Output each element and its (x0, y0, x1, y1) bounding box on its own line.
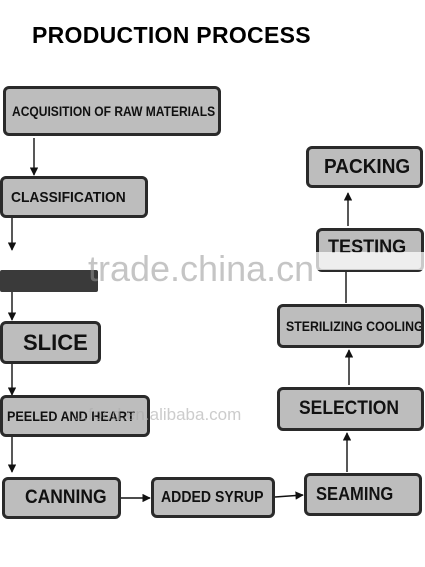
step-packing-label: PACKING (324, 155, 411, 178)
step-seaming: SEAMING (304, 473, 422, 516)
arrow-syrup-to-seaming (274, 491, 304, 500)
step-seaming-label: SEAMING (316, 484, 394, 504)
step-slice: SLICE (0, 321, 101, 364)
step-classification-label: CLASSIFICATION (11, 188, 126, 206)
step-peeled-label: PEELED AND HEART (7, 408, 135, 424)
step-sterilizing: STERILIZING COOLING (277, 304, 424, 348)
step-added-syrup: ADDED SYRUP (151, 477, 275, 518)
step-selection: SELECTION (277, 387, 424, 431)
step-canning-label: CANNING (25, 487, 107, 508)
step-sterilizing-label: STERILIZING COOLING (286, 318, 424, 334)
step-classification: CLASSIFICATION (0, 176, 148, 218)
page-title: PRODUCTION PROCESS (32, 22, 311, 48)
step-obscured-bar (0, 270, 98, 292)
step-canning: CANNING (2, 477, 121, 519)
step-acquisition: ACQUISITION OF RAW MATERIALS (3, 86, 221, 136)
step-packing: PACKING (306, 146, 423, 188)
step-selection-label: SELECTION (299, 398, 400, 419)
step-acquisition-label: ACQUISITION OF RAW MATERIALS (12, 103, 216, 119)
step-added-syrup-label: ADDED SYRUP (161, 488, 264, 506)
step-peeled: PEELED AND HEART (0, 395, 150, 437)
step-slice-label: SLICE (23, 329, 88, 355)
watermark-band (0, 252, 425, 270)
